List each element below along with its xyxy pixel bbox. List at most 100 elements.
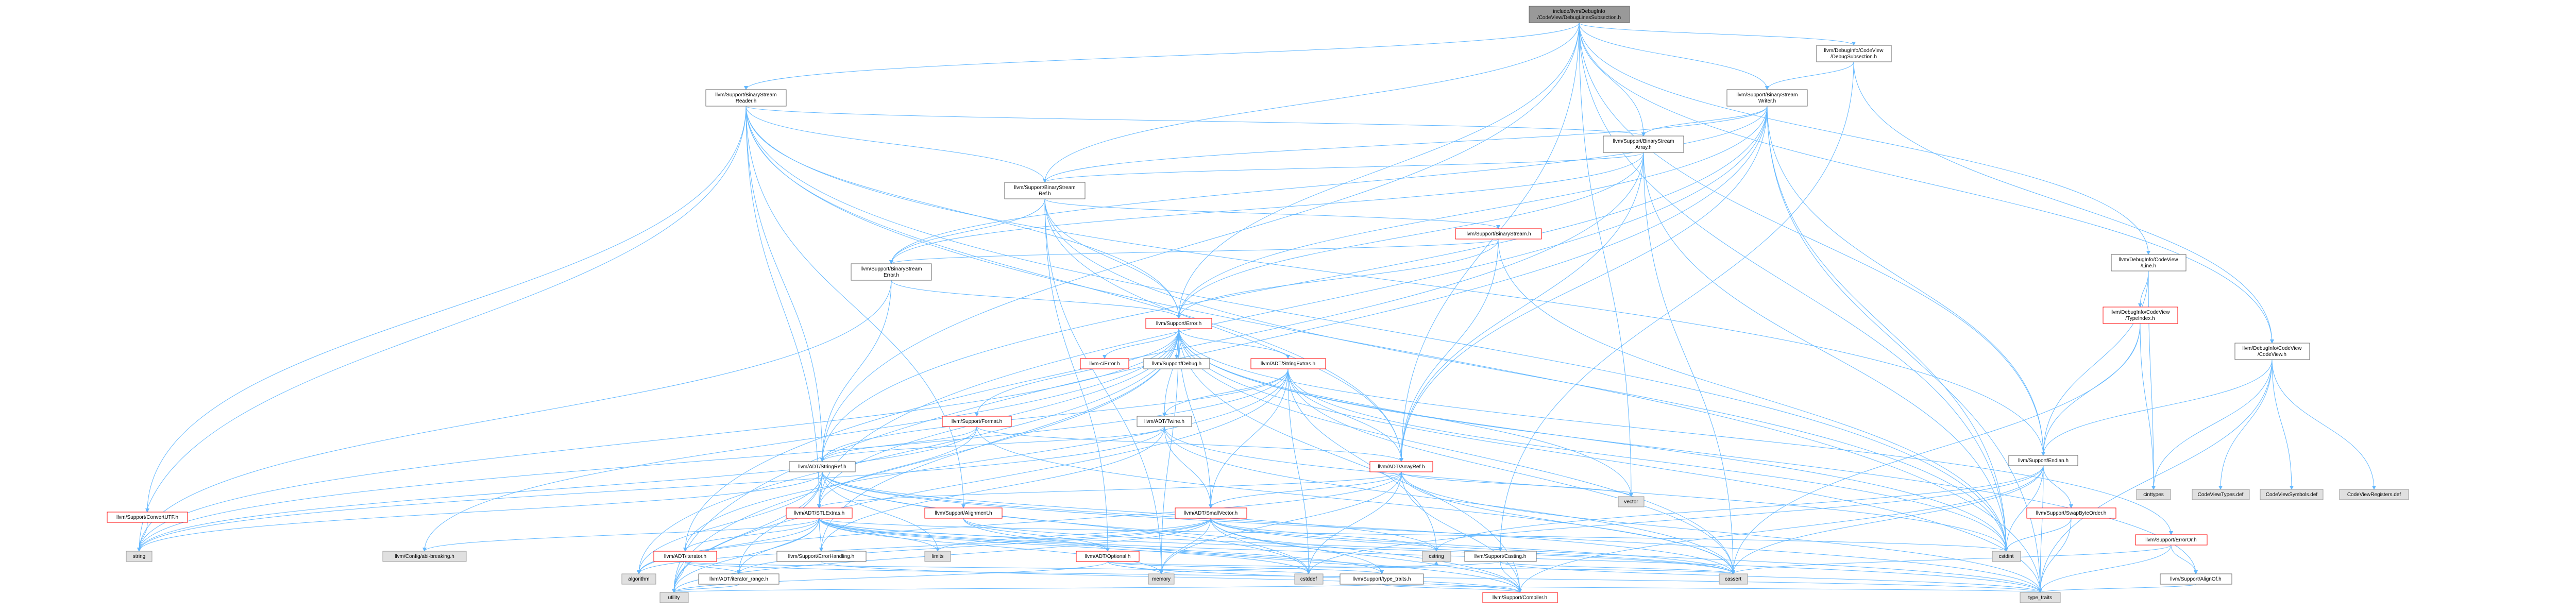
edge-optional-to-cassert xyxy=(1107,561,1735,574)
node-label: llvm/DebugInfo/CodeView xyxy=(2119,257,2179,263)
edge-bs-to-arrayref xyxy=(1399,239,1499,462)
node-cvregisters: CodeViewRegisters.def xyxy=(2339,489,2409,500)
node-format[interactable]: llvm/Support/Format.h xyxy=(942,416,1012,427)
edge-bsw-to-utility xyxy=(672,106,1768,593)
node-label: llvm/Support/ErrorHandling.h xyxy=(788,554,854,559)
edge-bsref-to-cstdint xyxy=(1044,198,2008,552)
edge-bsa-to-bse xyxy=(889,152,1644,264)
node-iterator[interactable]: llvm/ADT/iterator.h xyxy=(653,551,717,562)
node-stringextras[interactable]: llvm/ADT/StringExtras.h xyxy=(1250,358,1326,369)
edge-smallvector-to-cstring xyxy=(1210,518,1438,552)
node-box xyxy=(705,89,787,107)
node-typeindex[interactable]: llvm/DebugInfo/CodeView/TypeIndex.h xyxy=(2103,307,2178,324)
node-optional[interactable]: llvm/ADT/Optional.h xyxy=(1076,551,1140,562)
edge-stringref-to-cstring xyxy=(822,471,1438,552)
node-box xyxy=(1145,318,1212,329)
node-box xyxy=(1719,573,1748,585)
node-iteratorrange[interactable]: llvm/ADT/iterator_range.h xyxy=(698,573,779,585)
node-errorhandling[interactable]: llvm/Support/ErrorHandling.h xyxy=(776,551,867,562)
node-type_traits: type_traits xyxy=(2020,592,2061,603)
edge-err-to-configabi xyxy=(422,328,1179,552)
node-cstdint: cstdint xyxy=(1992,551,2021,562)
node-box xyxy=(1294,573,1324,585)
node-cinttypes: cinttypes xyxy=(2136,489,2171,500)
edge-bse-to-stringref xyxy=(820,280,892,462)
node-stringref[interactable]: llvm/ADT/StringRef.h xyxy=(789,461,856,472)
node-bs[interactable]: llvm/Support/BinaryStream.h xyxy=(1455,228,1542,240)
edge-bsw-to-bsa xyxy=(1641,106,1768,137)
node-arrayref[interactable]: llvm/ADT/ArrayRef.h xyxy=(1369,461,1433,472)
node-alignment[interactable]: llvm/Support/Alignment.h xyxy=(924,507,1003,519)
node-convertutf[interactable]: llvm/Support/ConvertUTF.h xyxy=(107,512,188,523)
node-casting[interactable]: llvm/Support/Casting.h xyxy=(1464,551,1537,562)
edge-smallvector-to-memory xyxy=(1159,518,1211,574)
node-box xyxy=(1464,551,1537,562)
node-box xyxy=(2192,489,2250,500)
node-limits: limits xyxy=(924,551,951,562)
node-label: limits xyxy=(932,554,944,559)
edge-bsr-to-stringref xyxy=(745,106,824,462)
edge-err-to-string xyxy=(137,328,1179,552)
node-smallvector[interactable]: llvm/ADT/SmallVector.h xyxy=(1175,507,1247,519)
header-nodes: include/llvm/DebugInfo/CodeView/DebugLin… xyxy=(107,6,2409,603)
edge-bsw-to-cstdint xyxy=(1767,106,2008,552)
edge-typeindex-to-cinttypes xyxy=(2140,323,2156,490)
edge-typetraits-to-type_traits xyxy=(1381,584,2042,593)
edge-erroror-to-alignof xyxy=(2171,545,2198,574)
node-alignof[interactable]: llvm/Support/AlignOf.h xyxy=(2160,573,2232,585)
node-label: utility xyxy=(668,595,680,601)
edge-bsref-to-memory xyxy=(1044,198,1163,574)
edge-erroror-to-type_traits xyxy=(2038,545,2172,593)
node-typetraits[interactable]: llvm/Support/type_traits.h xyxy=(1340,573,1424,585)
node-endian[interactable]: llvm/Support/Endian.h xyxy=(2008,455,2078,466)
node-box xyxy=(851,263,932,281)
node-err[interactable]: llvm/Support/Error.h xyxy=(1145,318,1212,329)
node-twine[interactable]: llvm/ADT/Twine.h xyxy=(1137,416,1192,427)
node-box xyxy=(1080,358,1129,369)
node-debug[interactable]: llvm/Support/Debug.h xyxy=(1143,358,1210,369)
node-box xyxy=(659,592,689,603)
edge-stringextras-to-iterator xyxy=(683,368,1289,552)
edge-smallvector-to-iteratorrange xyxy=(737,518,1211,574)
edge-stlextras-to-errorhandling xyxy=(819,518,823,552)
node-label: llvm/ADT/iterator.h xyxy=(664,554,706,559)
edge-codeview-to-endian xyxy=(2041,359,2273,456)
edge-endian-to-compiler xyxy=(1518,465,2044,593)
node-label: llvm/ADT/STLExtras.h xyxy=(794,511,844,516)
node-cerr[interactable]: llvm-c/Error.h xyxy=(1080,358,1129,369)
node-label: llvm/Support/BinaryStream xyxy=(1014,185,1076,191)
node-memory: memory xyxy=(1148,573,1175,585)
edge-root-to-bsw xyxy=(1579,22,1769,90)
edge-bse-to-err xyxy=(891,280,1181,319)
edge-stringextras-to-cstring xyxy=(1287,368,1438,552)
node-box xyxy=(2020,592,2061,603)
edge-stringextras-to-arrayref xyxy=(1287,368,1403,462)
node-label: algorithm xyxy=(628,576,649,582)
edge-stringextras-to-stringref xyxy=(820,368,1289,462)
node-stlextras[interactable]: llvm/ADT/STLExtras.h xyxy=(786,507,853,519)
node-codeview[interactable]: llvm/DebugInfo/CodeView/CodeView.h xyxy=(2234,343,2310,360)
node-label: memory xyxy=(1152,576,1171,582)
node-label: llvm/DebugInfo/CodeView xyxy=(1824,48,1884,54)
node-box xyxy=(107,512,188,523)
node-compiler[interactable]: llvm/Support/Compiler.h xyxy=(1482,592,1558,603)
node-box xyxy=(2111,254,2187,271)
node-line[interactable]: llvm/DebugInfo/CodeView/Line.h xyxy=(2111,254,2187,271)
node-box xyxy=(1175,507,1247,519)
node-box xyxy=(2160,573,2232,585)
node-erroror[interactable]: llvm/Support/ErrorOr.h xyxy=(2135,534,2208,546)
edge-bse-to-string xyxy=(137,280,892,552)
edge-optional-to-utility xyxy=(672,561,1108,593)
node-label: CodeViewTypes.def xyxy=(2198,492,2244,498)
edge-stringref-to-string xyxy=(137,471,823,552)
node-box xyxy=(621,573,656,585)
node-dss[interactable]: llvm/DebugInfo/CodeView/DebugSubsection.… xyxy=(1816,45,1892,62)
node-swapbyteorder[interactable]: llvm/Support/SwapByteOrder.h xyxy=(2026,507,2116,519)
edge-smallvector-to-cstddef xyxy=(1210,518,1311,574)
node-label: llvm/Support/ConvertUTF.h xyxy=(116,515,178,520)
